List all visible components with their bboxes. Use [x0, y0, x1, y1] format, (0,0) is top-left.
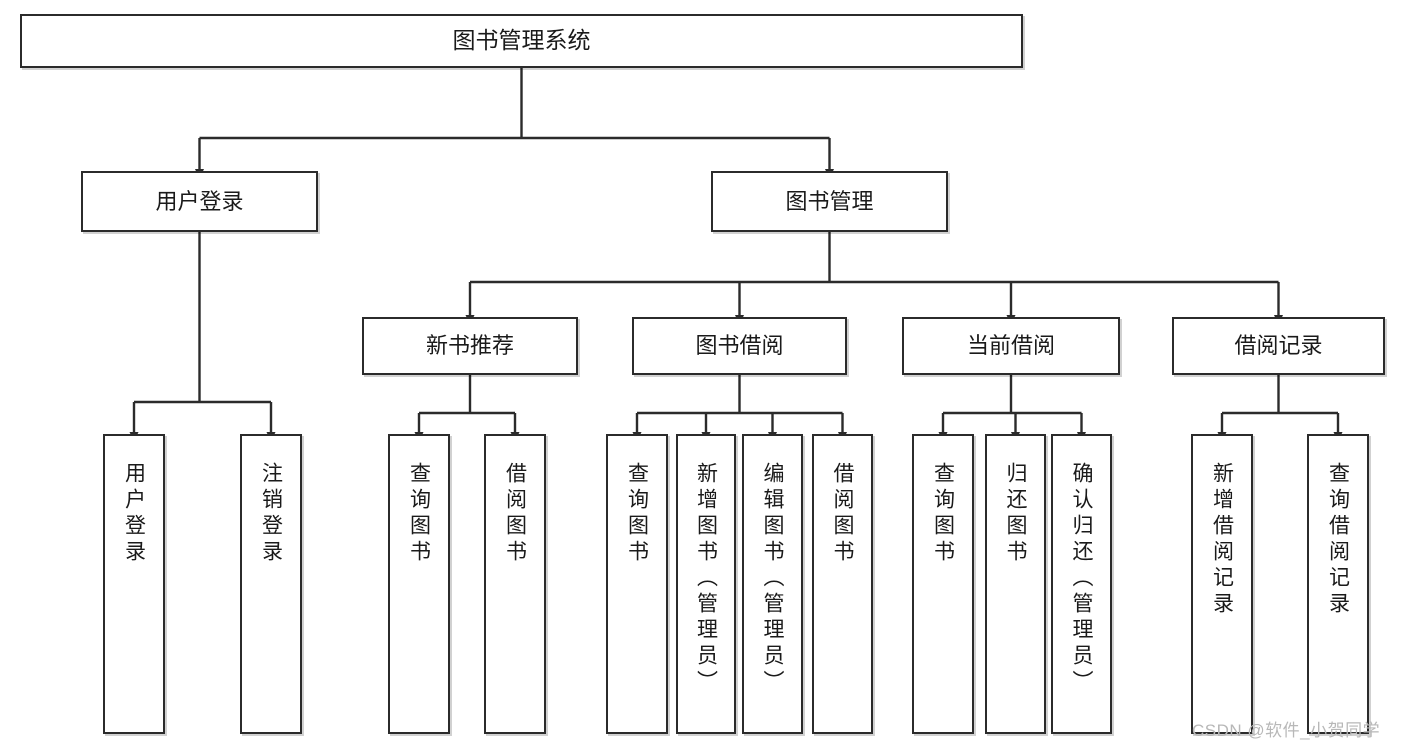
node-book-borrow-label: 图书借阅	[695, 333, 784, 359]
node-leaf-query-book-2-label: 查询图书	[625, 462, 649, 566]
node-leaf-return-book[interactable]: 归还图书	[985, 434, 1046, 734]
node-leaf-query-book-3[interactable]: 查询图书	[912, 434, 974, 734]
node-leaf-borrow-book-1[interactable]: 借阅图书	[484, 434, 546, 734]
node-user-login[interactable]: 用户登录	[81, 171, 318, 232]
node-leaf-edit-book-admin[interactable]: 编辑图书（管理员）	[742, 434, 803, 734]
node-leaf-confirm-return-admin[interactable]: 确认归还（管理员）	[1051, 434, 1112, 734]
node-leaf-confirm-return-admin-label: 确认归还（管理员）	[1070, 462, 1093, 696]
node-current-borrow-label: 当前借阅	[966, 333, 1055, 359]
node-leaf-add-book-admin-label: 新增图书（管理员）	[694, 462, 718, 696]
node-leaf-add-borrow-record-label: 新增借阅记录	[1210, 462, 1234, 618]
watermark-text: CSDN @软件_小贺同学	[1192, 721, 1381, 740]
node-leaf-query-book-2[interactable]: 查询图书	[606, 434, 668, 734]
node-root-label: 图书管理系统	[452, 27, 591, 54]
node-book-borrow[interactable]: 图书借阅	[632, 317, 847, 375]
node-leaf-query-borrow-record[interactable]: 查询借阅记录	[1307, 434, 1369, 734]
node-new-book-recommend[interactable]: 新书推荐	[362, 317, 578, 375]
node-leaf-query-book-1-label: 查询图书	[407, 462, 431, 566]
node-root[interactable]: 图书管理系统	[20, 14, 1023, 68]
node-leaf-query-book-3-label: 查询图书	[931, 462, 955, 566]
node-leaf-user-login[interactable]: 用户登录	[103, 434, 165, 734]
node-leaf-borrow-book-1-label: 借阅图书	[503, 462, 527, 566]
node-user-login-label: 用户登录	[155, 188, 244, 214]
node-leaf-edit-book-admin-label: 编辑图书（管理员）	[761, 462, 784, 696]
node-leaf-add-borrow-record[interactable]: 新增借阅记录	[1191, 434, 1253, 734]
node-book-manage[interactable]: 图书管理	[711, 171, 948, 232]
node-leaf-return-book-label: 归还图书	[1004, 462, 1027, 566]
node-borrow-record-label: 借阅记录	[1234, 333, 1323, 359]
node-current-borrow[interactable]: 当前借阅	[902, 317, 1120, 375]
node-leaf-borrow-book-2[interactable]: 借阅图书	[812, 434, 873, 734]
node-leaf-user-login-label: 用户登录	[122, 462, 146, 566]
node-new-book-recommend-label: 新书推荐	[425, 333, 514, 359]
node-leaf-query-borrow-record-label: 查询借阅记录	[1326, 462, 1350, 618]
node-leaf-borrow-book-2-label: 借阅图书	[831, 462, 854, 566]
node-leaf-logout-login[interactable]: 注销登录	[240, 434, 302, 734]
node-book-manage-label: 图书管理	[785, 188, 874, 214]
node-leaf-query-book-1[interactable]: 查询图书	[388, 434, 450, 734]
node-leaf-logout-login-label: 注销登录	[259, 462, 283, 566]
node-borrow-record[interactable]: 借阅记录	[1172, 317, 1385, 375]
node-leaf-add-book-admin[interactable]: 新增图书（管理员）	[676, 434, 736, 734]
